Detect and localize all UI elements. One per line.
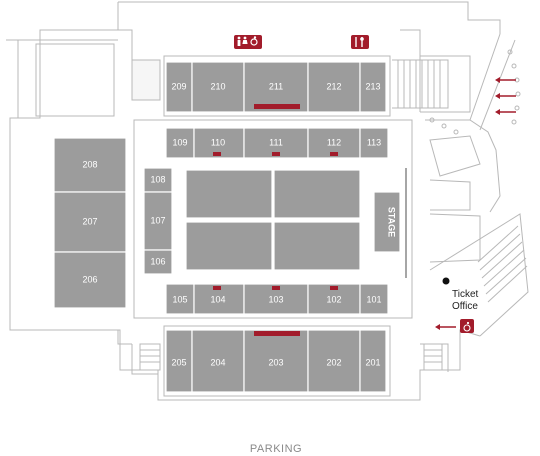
- label-108: 108: [150, 174, 165, 184]
- section-113[interactable]: [359, 127, 389, 159]
- wheelchair-icon[interactable]: [250, 36, 258, 46]
- lower-level-top: 109 110 111 112 113: [165, 127, 389, 159]
- stage-label: STAGE: [387, 207, 397, 237]
- label-211: 211: [269, 81, 283, 91]
- label-203: 203: [268, 357, 283, 367]
- label-208: 208: [82, 159, 97, 169]
- section-204[interactable]: [191, 329, 245, 393]
- section-210[interactable]: [191, 61, 245, 113]
- parking-label: PARKING: [250, 443, 302, 455]
- floor-sections: [185, 169, 361, 271]
- label-209: 209: [171, 81, 186, 91]
- ticket-office-label-line1: Ticket: [452, 289, 479, 300]
- stairs-right: [477, 225, 528, 303]
- section-101[interactable]: [359, 283, 389, 315]
- label-110: 110: [211, 137, 225, 147]
- restroom-icon[interactable]: [234, 35, 262, 49]
- section-201[interactable]: [359, 329, 387, 393]
- section-105[interactable]: [165, 283, 195, 315]
- accessible-platform-104: [213, 286, 221, 290]
- label-213: 213: [365, 81, 380, 91]
- section-212[interactable]: [307, 61, 361, 113]
- label-111: 111: [269, 137, 283, 147]
- accessible-platform-102: [330, 286, 338, 290]
- upper-level-left: 208 207 206: [53, 137, 127, 309]
- label-212: 212: [326, 81, 341, 91]
- food-icon[interactable]: [351, 35, 369, 49]
- label-103: 103: [268, 294, 283, 304]
- floor-section-c[interactable]: [185, 221, 273, 271]
- label-107: 107: [150, 215, 165, 225]
- section-205[interactable]: [165, 329, 193, 393]
- stairs-bottom: [139, 343, 443, 371]
- lower-level-bottom: 105 104 103 102 101: [165, 283, 389, 315]
- section-206[interactable]: [53, 251, 127, 309]
- label-101: 101: [366, 294, 381, 304]
- label-106: 106: [150, 256, 165, 266]
- section-208[interactable]: [53, 137, 127, 193]
- floor-section-b[interactable]: [273, 169, 361, 219]
- label-207: 207: [82, 216, 97, 226]
- upper-level-top: 209 210 211 212 213: [165, 61, 387, 113]
- building-walls: [6, 1, 529, 401]
- label-113: 113: [367, 137, 381, 147]
- label-205: 205: [171, 357, 186, 367]
- section-106[interactable]: [143, 249, 173, 275]
- accessible-platform-103: [272, 286, 280, 290]
- accessible-platform-112: [330, 152, 338, 156]
- label-109: 109: [172, 137, 187, 147]
- section-211[interactable]: [243, 61, 309, 113]
- label-202: 202: [326, 357, 341, 367]
- section-107[interactable]: [143, 191, 173, 251]
- label-104: 104: [210, 294, 225, 304]
- label-206: 206: [82, 274, 97, 284]
- accessible-platform-211: [254, 104, 300, 109]
- section-213[interactable]: [359, 61, 387, 113]
- accessible-platform-110: [213, 152, 221, 156]
- floor-section-a[interactable]: [185, 169, 273, 219]
- label-201: 201: [365, 357, 380, 367]
- ticket-office-label-line2: Office: [452, 301, 478, 312]
- ticket-office-marker-icon[interactable]: [442, 277, 450, 285]
- label-105: 105: [172, 294, 187, 304]
- stairs-upper-right: [392, 59, 449, 109]
- accessible-platform-203: [254, 331, 300, 336]
- floor-section-d[interactable]: [273, 221, 361, 271]
- stage-block: [373, 191, 401, 253]
- stage: STAGE: [373, 168, 407, 278]
- accessible-platform-111: [272, 152, 280, 156]
- label-204: 204: [210, 357, 225, 367]
- section-203[interactable]: [243, 329, 309, 393]
- section-109[interactable]: [165, 127, 195, 159]
- section-207[interactable]: [53, 191, 127, 253]
- accessible-entrance-arrow-icon: [435, 319, 474, 333]
- lower-level-left: 108 107 106: [143, 167, 173, 275]
- section-209[interactable]: [165, 61, 193, 113]
- entrance-arrow-icon: [495, 77, 516, 115]
- label-102: 102: [326, 294, 341, 304]
- section-108[interactable]: [143, 167, 173, 193]
- label-210: 210: [210, 81, 225, 91]
- upper-level-bottom: 205 204 203 202 201: [165, 329, 387, 393]
- label-112: 112: [327, 137, 341, 147]
